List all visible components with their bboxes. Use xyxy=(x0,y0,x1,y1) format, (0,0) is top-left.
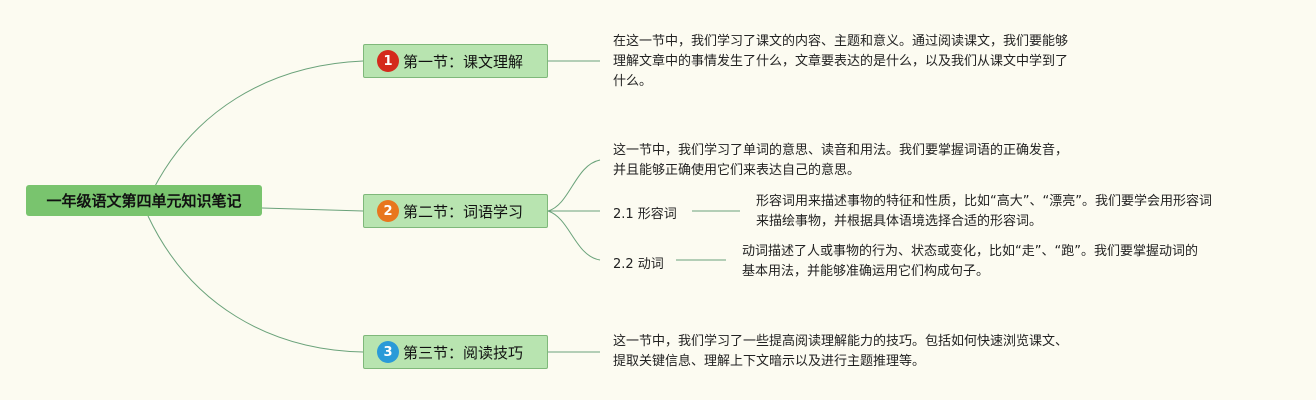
connector-root-s1 xyxy=(147,60,364,201)
text-line: 并且能够正确使用它们来表达自己的意思。 xyxy=(613,163,861,178)
section-title-3: 第三节：阅读技巧 xyxy=(403,343,524,362)
text-line: 这一节中，我们学习了一些提高阅读理解能力的技巧。包括如何快速浏览课文、 xyxy=(613,334,1069,349)
section-node-2[interactable]: 2 第二节：词语学习 xyxy=(363,194,548,228)
text-line: 基本用法，并能够准确运用它们构成句子。 xyxy=(742,264,990,279)
text-line: 在这一节中，我们学习了课文的内容、主题和意义。通过阅读课文，我们要能够 xyxy=(613,34,1069,49)
connector-root-s2 xyxy=(261,207,364,212)
section-text-3: 这一节中，我们学习了一些提高阅读理解能力的技巧。包括如何快速浏览课文、 提取关键… xyxy=(613,332,1133,372)
subtopic-adjective[interactable]: 2.1 形容词 xyxy=(613,207,677,222)
section-node-1[interactable]: 1 第一节：课文理解 xyxy=(363,44,548,78)
number-badge-1: 1 xyxy=(377,50,399,72)
subtopic-verb[interactable]: 2.2 动词 xyxy=(613,257,664,272)
text-line: 提取关键信息、理解上下文暗示以及进行主题推理等。 xyxy=(613,354,926,369)
text-line: 来描绘事物，并根据具体语境选择合适的形容词。 xyxy=(756,214,1043,229)
text-line: 动词描述了人或事物的行为、状态或变化，比如“走”、“跑”。我们要掌握动词的 xyxy=(742,244,1198,259)
subtopic-verb-text: 动词描述了人或事物的行为、状态或变化，比如“走”、“跑”。我们要掌握动词的 基本… xyxy=(742,242,1242,282)
section-text-1: 在这一节中，我们学习了课文的内容、主题和意义。通过阅读课文，我们要能够 理解文章… xyxy=(613,32,1133,92)
root-node[interactable]: 一年级语文第四单元知识笔记 xyxy=(26,185,262,216)
subtopic-adjective-text: 形容词用来描述事物的特征和性质，比如“高大”、“漂亮”。我们要学会用形容词 来描… xyxy=(756,192,1256,232)
section-title-1: 第一节：课文理解 xyxy=(403,52,524,71)
section-text-2: 这一节中，我们学习了单词的意思、读音和用法。我们要掌握词语的正确发音， 并且能够… xyxy=(613,141,1133,181)
connector-s2-c2 xyxy=(547,210,601,261)
text-line: 什么。 xyxy=(613,74,653,89)
text-line: 形容词用来描述事物的特征和性质，比如“高大”、“漂亮”。我们要学会用形容词 xyxy=(756,194,1212,209)
text-line: 理解文章中的事情发生了什么，文章要表达的是什么，以及我们从课文中学到了 xyxy=(613,54,1069,69)
connector-root-s3 xyxy=(147,215,364,353)
root-title: 一年级语文第四单元知识笔记 xyxy=(46,192,242,210)
number-badge-3: 3 xyxy=(377,341,399,363)
section-title-2: 第二节：词语学习 xyxy=(403,202,524,221)
connector-s2-text xyxy=(547,159,601,212)
text-line: 这一节中，我们学习了单词的意思、读音和用法。我们要掌握词语的正确发音， xyxy=(613,143,1069,158)
section-node-3[interactable]: 3 第三节：阅读技巧 xyxy=(363,335,548,369)
number-badge-2: 2 xyxy=(377,200,399,222)
